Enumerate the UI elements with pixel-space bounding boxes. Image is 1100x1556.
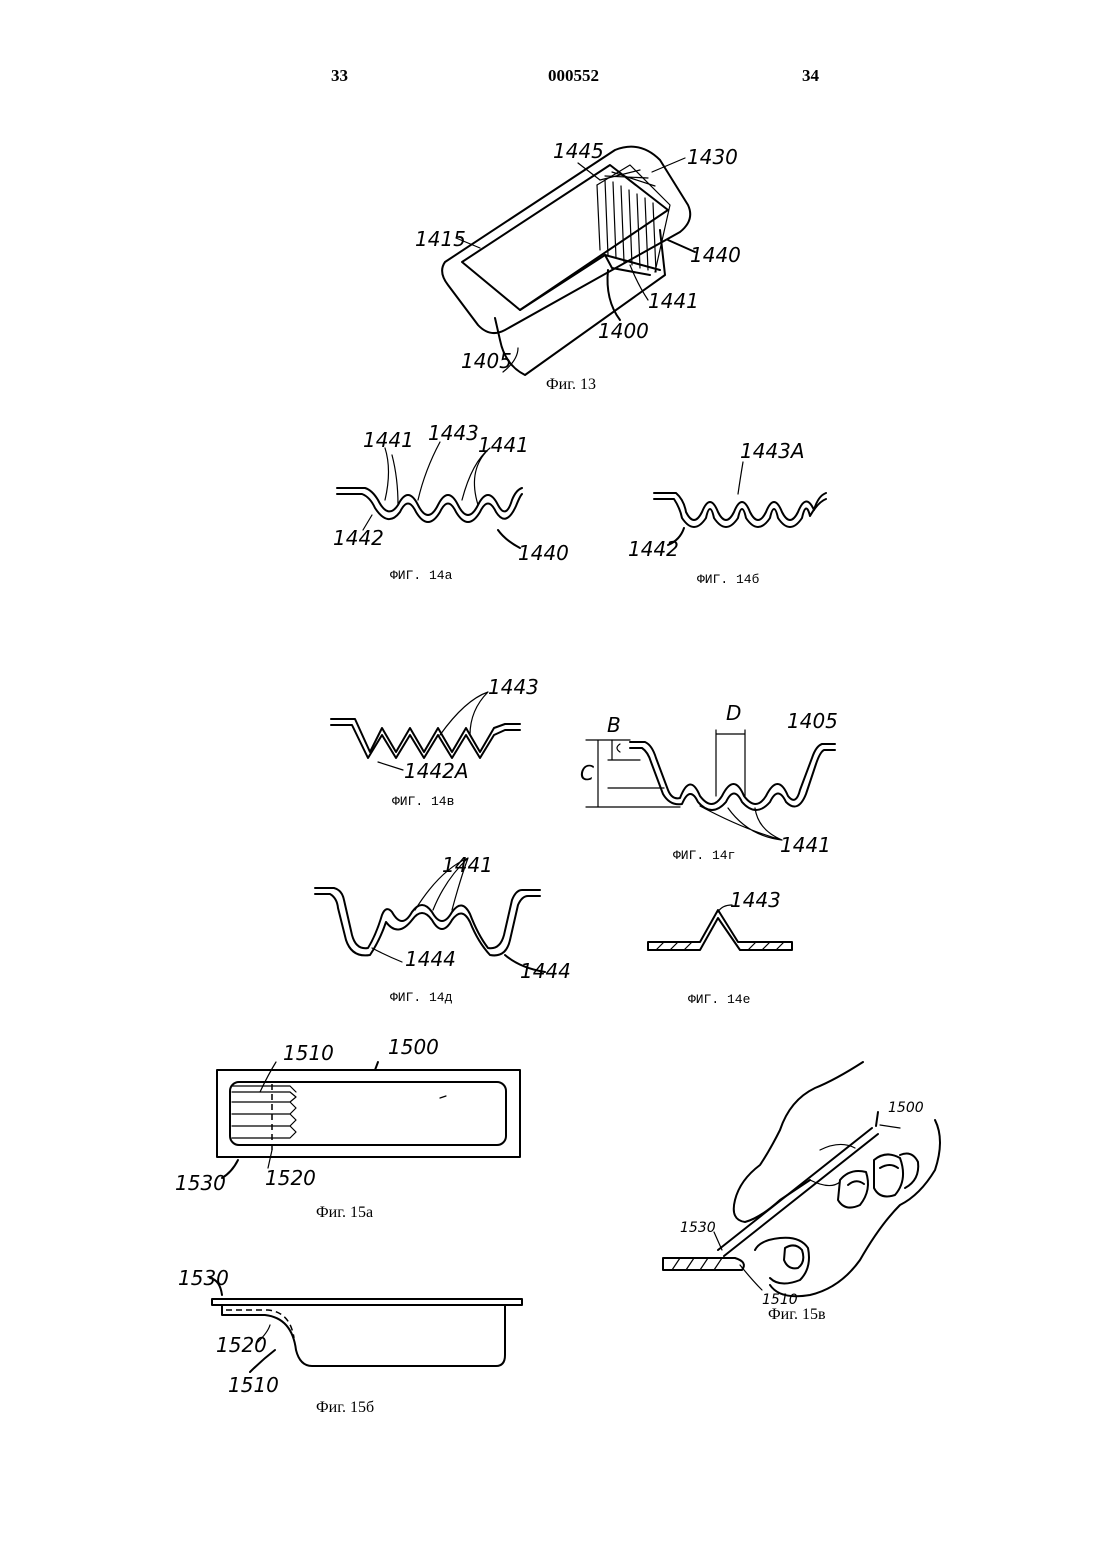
label-1530: 1530: [175, 1171, 226, 1195]
label-1441: 1441: [780, 833, 831, 857]
caption-fig15a: Фиг. 15а: [316, 1204, 373, 1222]
figure-14g-labels: B D 1405 C 1441: [580, 701, 838, 857]
caption-fig14b: ФИГ. 14б: [697, 572, 759, 587]
label-1530: 1530: [680, 1220, 716, 1236]
label-1510: 1510: [283, 1041, 334, 1065]
label-1442: 1442: [333, 526, 384, 550]
label-1500: 1500: [888, 1100, 924, 1116]
figure-15b-drawing: [210, 1278, 522, 1372]
label-1440: 1440: [518, 541, 569, 565]
label-1405: 1405: [461, 349, 512, 373]
label-1510: 1510: [228, 1373, 279, 1397]
label-1500: 1500: [388, 1035, 439, 1059]
label-1443A: 1443A: [740, 439, 805, 463]
label-1442: 1442: [628, 537, 679, 561]
figure-15b-labels: 1530 1520 1510: [178, 1266, 279, 1397]
label-1444: 1444: [405, 947, 456, 971]
label-1441: 1441: [478, 433, 529, 457]
figure-15a-labels: 1510 1500 1530 1520: [175, 1035, 439, 1195]
label-1441: 1441: [442, 853, 493, 877]
figure-14a-labels: 1441 1443 1441 1442 1440: [333, 421, 569, 565]
label-1444: 1444: [520, 959, 571, 983]
caption-fig13: Фиг. 13: [546, 376, 596, 394]
figure-14g-drawing: [586, 730, 835, 840]
label-1405: 1405: [787, 709, 838, 733]
caption-fig14g: ФИГ. 14г: [673, 848, 735, 863]
caption-fig14e: ФИГ. 14е: [688, 992, 750, 1007]
label-C: C: [580, 761, 594, 785]
label-1443: 1443: [488, 675, 539, 699]
label-1443: 1443: [730, 888, 781, 912]
label-1520: 1520: [265, 1166, 316, 1190]
label-1443: 1443: [428, 421, 479, 445]
label-1441: 1441: [363, 428, 414, 452]
label-B: B: [607, 713, 621, 737]
label-1520: 1520: [216, 1333, 267, 1357]
caption-fig15v: Фиг. 15в: [768, 1306, 826, 1324]
caption-fig15b: Фиг. 15б: [316, 1399, 374, 1417]
label-1440: 1440: [690, 243, 741, 267]
figure-14b-drawing: [654, 462, 826, 545]
figure-15v-drawing: [663, 1062, 940, 1296]
figure-15a-drawing: [217, 1062, 520, 1178]
label-1430: 1430: [687, 145, 738, 169]
label-1530: 1530: [178, 1266, 229, 1290]
label-1445: 1445: [553, 139, 604, 163]
label-1442A: 1442A: [404, 759, 469, 783]
figure-14e-labels: 1443: [730, 888, 781, 912]
caption-fig14a: ФИГ. 14а: [390, 568, 452, 583]
figure-13-drawing: [442, 147, 695, 375]
caption-fig14v: ФИГ. 14в: [392, 794, 454, 809]
label-1400: 1400: [598, 319, 649, 343]
label-1415: 1415: [415, 227, 466, 251]
label-1441: 1441: [648, 289, 699, 313]
label-D: D: [726, 701, 741, 725]
caption-fig14d: ФИГ. 14д: [390, 990, 452, 1005]
